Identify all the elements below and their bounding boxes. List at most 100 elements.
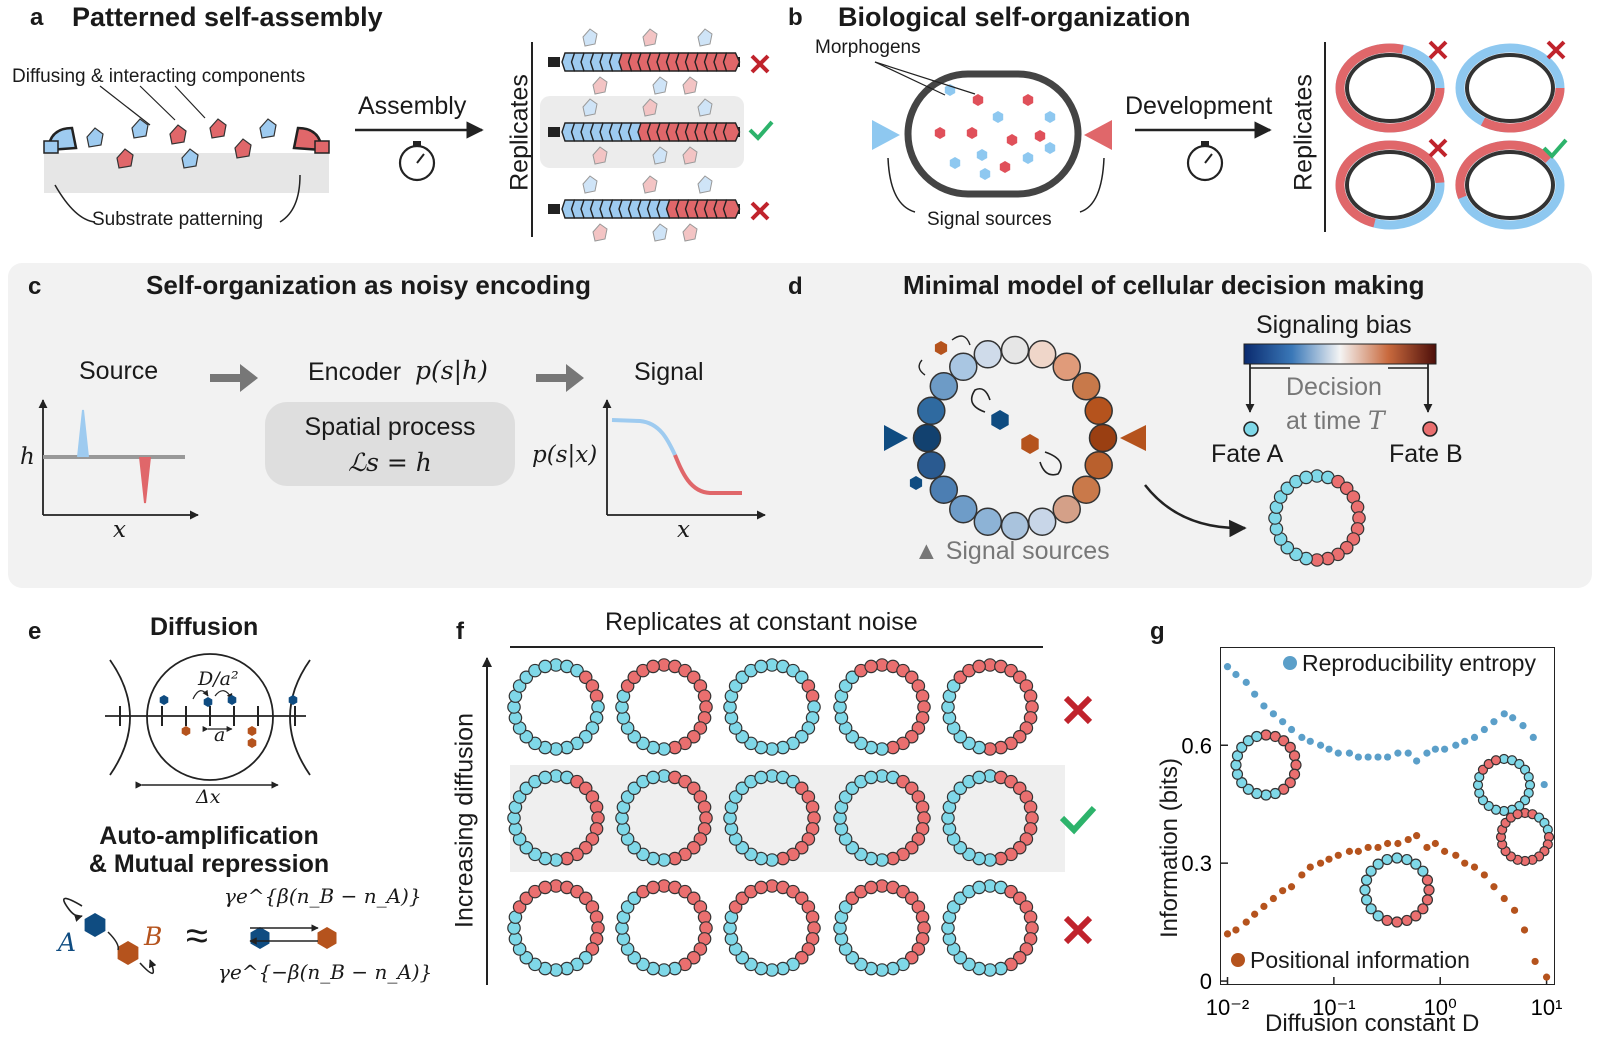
- data-point: [1394, 839, 1402, 848]
- cell: [864, 880, 878, 895]
- faded-component: [682, 146, 698, 165]
- data-point: [1480, 725, 1488, 734]
- cell: [1260, 729, 1272, 741]
- timer-icon-b: [1186, 141, 1224, 182]
- signal-arrow-left: [887, 157, 916, 213]
- decision-label: Decision: [1286, 373, 1382, 401]
- cell: [917, 396, 946, 426]
- cell-ring-large: [912, 335, 1118, 541]
- substrate-arrow-right: [279, 174, 301, 223]
- data-point: [1232, 926, 1240, 934]
- embryo-outline: [904, 70, 1082, 198]
- data-point: [1404, 749, 1412, 757]
- data-point: [1431, 745, 1439, 753]
- inset-ring: [1472, 753, 1536, 817]
- signal-arrow-right: [1079, 157, 1105, 213]
- faded-component: [682, 223, 698, 242]
- cell: [1417, 903, 1429, 915]
- morphogen-red: [1034, 130, 1046, 142]
- panel-d-title: Minimal model of cellular decision makin…: [903, 270, 1425, 300]
- brown-hexagon: [247, 738, 257, 748]
- x-axis-label-source: x: [113, 517, 126, 543]
- inset-ring: [1495, 807, 1555, 867]
- cell: [864, 659, 878, 674]
- data-point: [1413, 757, 1421, 765]
- chain-end: [548, 204, 560, 214]
- species-b-label: B: [144, 922, 163, 951]
- cell: [1410, 910, 1422, 922]
- data-point: [1354, 847, 1362, 855]
- cell: [1251, 730, 1263, 743]
- cell: [1410, 858, 1422, 870]
- brown-hexagon: [934, 341, 948, 355]
- at-time-text: at time: [1286, 407, 1362, 435]
- embryo-red-rim: [1335, 140, 1445, 228]
- cell: [1421, 874, 1434, 886]
- data-point: [1364, 753, 1372, 761]
- rate-plus-label: γe^{β(n_B − n_A)}: [224, 884, 422, 908]
- cell: [646, 770, 660, 785]
- cell: [538, 880, 552, 895]
- data-point: [1520, 926, 1529, 934]
- data-point: [1480, 871, 1488, 879]
- cell: [646, 659, 660, 674]
- signal-plot: [602, 399, 766, 520]
- faded-component: [582, 98, 598, 117]
- cell: [646, 880, 660, 895]
- replicate-ring: [723, 658, 821, 756]
- cell: [1299, 470, 1313, 485]
- data-point: [1306, 863, 1314, 871]
- panel-a-title: Patterned self-assembly: [72, 2, 383, 32]
- faded-component: [652, 76, 668, 95]
- chain-end: [548, 127, 560, 137]
- anchor-pad-red: [314, 140, 330, 154]
- panel-e-label: e: [28, 618, 42, 645]
- morphogen-red: [999, 161, 1011, 173]
- panel-f-title: Replicates at constant noise: [605, 608, 918, 636]
- faded-component: [652, 146, 668, 165]
- panel-c-label: c: [28, 273, 42, 300]
- blue-hexagon: [227, 695, 237, 705]
- cell: [1236, 741, 1248, 753]
- faded-component: [697, 28, 713, 47]
- at-time-label: at time T: [1286, 406, 1385, 436]
- cell: [917, 450, 946, 480]
- replicate-ring: [833, 879, 931, 977]
- mutual-repression-label: & Mutual repression: [88, 850, 330, 878]
- data-point: [1374, 753, 1382, 761]
- replicate-ring: [615, 658, 713, 756]
- components-label: Diffusing & interacting components: [12, 66, 306, 87]
- data-point: [1509, 714, 1517, 722]
- legend-positional: Positional information: [1250, 947, 1470, 973]
- faded-component: [642, 28, 658, 47]
- cell: [1027, 507, 1057, 536]
- data-point: [1325, 745, 1333, 753]
- blue-hexagon: [159, 695, 169, 705]
- morphogen-particles: [934, 84, 1056, 180]
- blue-hexagon: [203, 697, 213, 707]
- morphogen-blue: [979, 168, 991, 180]
- embryo-inner: [1465, 150, 1555, 220]
- morphogen-blue: [949, 157, 961, 169]
- cell: [1290, 759, 1302, 771]
- cell: [1288, 750, 1301, 762]
- morphogen-blue: [1044, 111, 1056, 123]
- source-label: Source: [79, 357, 159, 385]
- morphogen-blue: [1044, 142, 1056, 154]
- cell: [972, 770, 986, 785]
- faded-component: [697, 98, 713, 117]
- data-point: [1441, 847, 1449, 855]
- cell: [1052, 494, 1081, 524]
- diffusion-diagram: [105, 653, 311, 789]
- x-tick-label: 10⁰: [1424, 995, 1457, 1020]
- cell: [1230, 759, 1242, 771]
- data-point: [1334, 749, 1342, 757]
- signaling-bias-colorbar: [1243, 343, 1437, 365]
- faded-component: [592, 76, 608, 95]
- cross-icon-f-1: [1063, 695, 1093, 725]
- species-a-label: A: [58, 928, 77, 957]
- data-point: [1540, 780, 1548, 789]
- embryo-replicate: [1335, 43, 1445, 133]
- cross-icon-a-bottom: [750, 201, 770, 221]
- data-point: [1316, 741, 1325, 749]
